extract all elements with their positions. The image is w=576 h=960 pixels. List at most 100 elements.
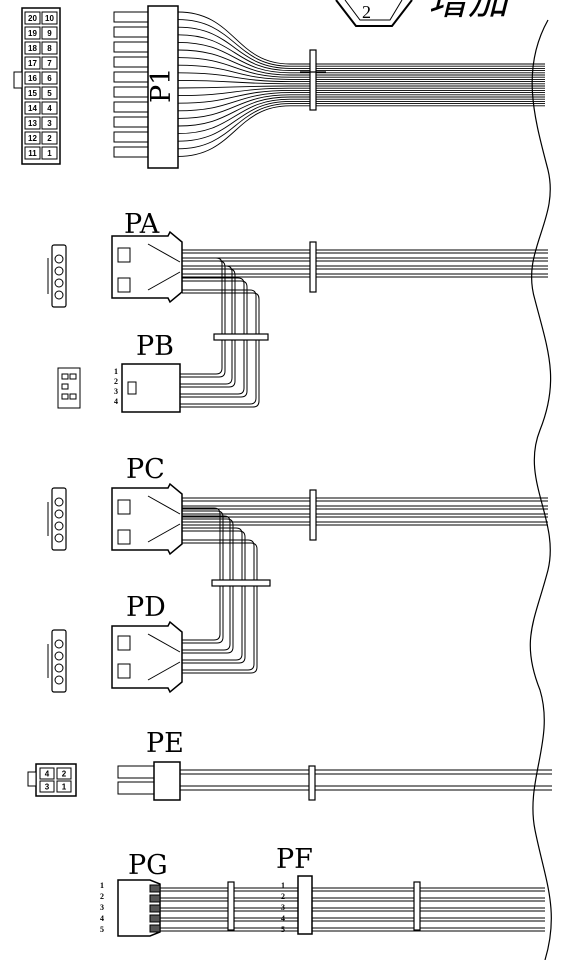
pe-pin-cell <box>56 780 72 793</box>
p1-wire <box>177 19 545 67</box>
p1-wire <box>177 87 545 97</box>
p1-pin-cell <box>24 146 41 160</box>
p1-pin-number: 17 <box>28 59 37 68</box>
p1-pin-number: 2 <box>47 134 52 143</box>
pd-connector <box>111 620 183 694</box>
pg-slot <box>149 894 161 903</box>
p1-terminal <box>113 11 149 23</box>
pb-pinout <box>57 367 81 409</box>
pb-pin-number: 4 <box>114 397 118 406</box>
p1-pin-number: 14 <box>28 104 37 113</box>
pc-label: PC <box>126 454 165 485</box>
pg-slot <box>149 924 161 933</box>
pc-loop-wire <box>182 542 258 674</box>
p1-pin-cell <box>41 26 58 40</box>
p1-terminal <box>113 116 149 128</box>
p1-pin-number: 6 <box>47 74 52 83</box>
p1-wire <box>177 49 545 76</box>
pf-pin-number: 3 <box>281 903 285 912</box>
pf-label: PF <box>276 844 313 875</box>
p1-pin-cell <box>41 71 58 85</box>
p1-wire <box>177 105 545 157</box>
pa-pinout <box>47 244 67 308</box>
p1-pin-number: 8 <box>47 44 52 53</box>
pg-label: PG <box>128 850 168 881</box>
pb-pin-number: 3 <box>114 387 118 396</box>
pg-pin-number: 3 <box>100 903 104 912</box>
p1-pin-cell <box>24 131 41 145</box>
p1-pin-number: 4 <box>47 104 52 113</box>
p1-wire <box>177 100 545 142</box>
p1-terminal <box>113 41 149 53</box>
p1-pin-cell <box>41 101 58 115</box>
p1-wire <box>177 85 545 89</box>
p1-wire <box>177 96 545 127</box>
pf-pin-number: 1 <box>281 881 285 890</box>
p1-pin-cell <box>24 56 41 70</box>
p1-pin-cell <box>24 86 41 100</box>
pb-pin-number: 1 <box>114 367 118 376</box>
pc-loop-wire <box>182 539 255 671</box>
break-line <box>529 19 552 960</box>
pg-pin-number: 1 <box>100 881 104 890</box>
p1-pin-number: 15 <box>28 89 37 98</box>
pf-pin-number: 4 <box>281 914 285 923</box>
p1-pin-cell <box>41 56 58 70</box>
p1-terminal <box>113 101 149 113</box>
pa-loop-wire <box>180 292 260 408</box>
pa-loop-wire <box>180 289 257 405</box>
pg-slot <box>149 884 161 893</box>
p1-pin-number: 9 <box>47 29 52 38</box>
p1-pin-cell <box>24 116 41 130</box>
pe-pin-number: 1 <box>62 783 67 792</box>
pe-pin-cell <box>39 767 55 780</box>
pg-pin-number: 5 <box>100 925 104 934</box>
p1-wire <box>177 57 545 78</box>
pc-loop-wire <box>182 507 221 641</box>
p1-wire <box>177 34 545 72</box>
header-title: 增加 <box>428 0 512 24</box>
p1-wire <box>177 72 545 83</box>
pe-pin-cell <box>56 767 72 780</box>
p1-pin-number: 19 <box>28 29 37 38</box>
pc-loop-wire <box>182 527 243 661</box>
header-badge: 2 <box>335 0 413 27</box>
pa-connector <box>111 230 548 408</box>
p1-pin-number: 7 <box>47 59 52 68</box>
pa-loop-wire <box>180 268 236 388</box>
p1-wire <box>177 103 545 150</box>
p1-pin-number: 10 <box>45 14 54 23</box>
p1-wire <box>177 64 545 80</box>
pb-label: PB <box>136 331 174 362</box>
pc-loop-wire <box>182 510 224 644</box>
p1-pin-cell <box>24 11 41 25</box>
p1-pin-cell <box>24 26 41 40</box>
p1-pin-cell <box>41 86 58 100</box>
p1-pin-cell <box>41 41 58 55</box>
p1-pin-number: 12 <box>28 134 37 143</box>
p1-terminal <box>113 146 149 158</box>
p1-pin-number: 20 <box>28 14 37 23</box>
pf-pin-number: 5 <box>281 925 285 934</box>
pd-pinout <box>47 629 67 693</box>
p1-terminal <box>113 26 149 38</box>
p1-pin-number: 18 <box>28 44 37 53</box>
p1-wire <box>177 11 545 65</box>
pe-connector <box>117 761 552 801</box>
p1-pin-cell <box>24 41 41 55</box>
p1-pin-cell <box>24 71 41 85</box>
pa-loop-wire <box>180 260 226 378</box>
pg-slot <box>149 904 161 913</box>
pg-pin-number: 2 <box>100 892 104 901</box>
p1-wire <box>177 41 545 74</box>
pe-pin-number: 4 <box>45 770 50 779</box>
pd-label: PD <box>126 592 166 623</box>
p1-pin-cell <box>41 146 58 160</box>
pe-pin-cell <box>39 780 55 793</box>
pa-loop-wire <box>180 265 233 385</box>
p1-wire <box>177 26 545 69</box>
p1-pin-cell <box>41 11 58 25</box>
